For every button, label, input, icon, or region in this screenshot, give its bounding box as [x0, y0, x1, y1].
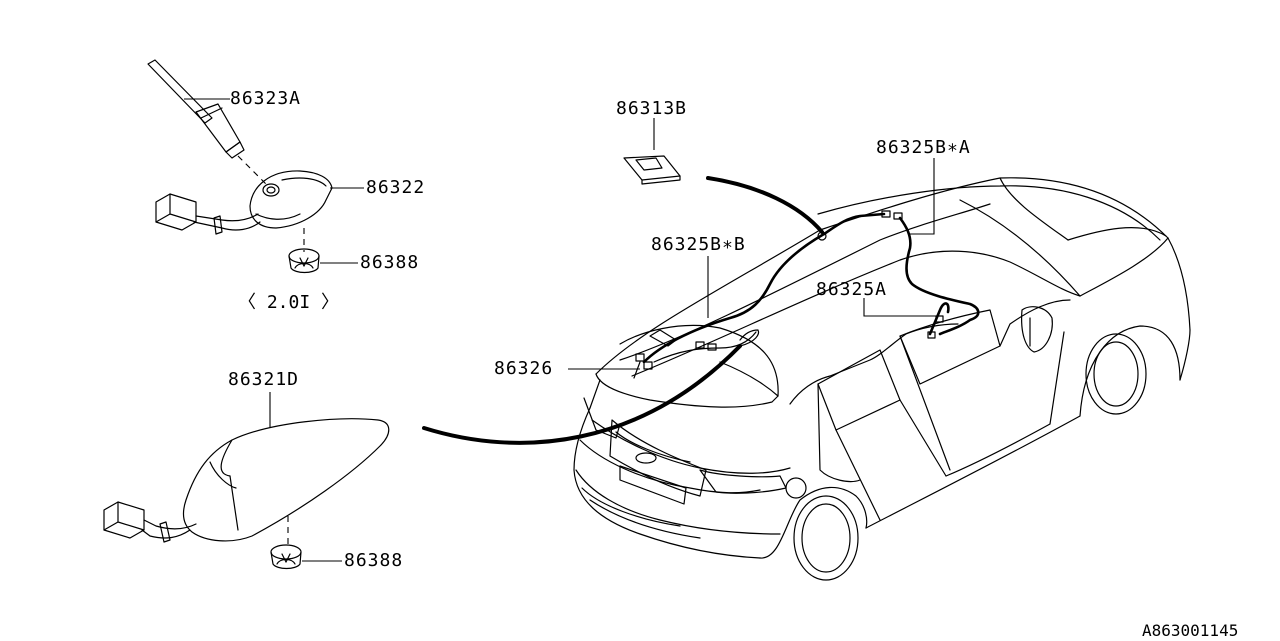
grommet-icon	[288, 248, 320, 274]
part-label-86325B-A: 86325B∗A	[876, 137, 971, 158]
antenna-rod-icon	[147, 59, 267, 185]
part-label-86388-top: 86388	[360, 252, 420, 273]
connector-icon	[103, 501, 145, 539]
diagram-id: A863001145	[1142, 621, 1239, 640]
grommet-icon	[270, 544, 302, 570]
part-label-86321D: 86321D	[228, 369, 300, 390]
cable-clip-icon	[623, 155, 681, 185]
wiring-harness	[633, 210, 980, 379]
part-label-86388-bottom: 86388	[344, 550, 404, 571]
connector-icon	[155, 193, 197, 231]
part-label-86322: 86322	[366, 177, 426, 198]
variant-note: 〈 2.0I 〉	[238, 292, 340, 313]
part-label-86323A: 86323A	[230, 88, 302, 109]
part-label-86325B-B: 86325B∗B	[651, 234, 746, 255]
shark-fin-antenna-icon	[141, 418, 390, 543]
part-label-86326: 86326	[494, 358, 554, 379]
part-label-86325A: 86325A	[816, 279, 888, 300]
hatchback-car-icon	[573, 177, 1191, 581]
part-label-86313B: 86313B	[616, 98, 688, 119]
